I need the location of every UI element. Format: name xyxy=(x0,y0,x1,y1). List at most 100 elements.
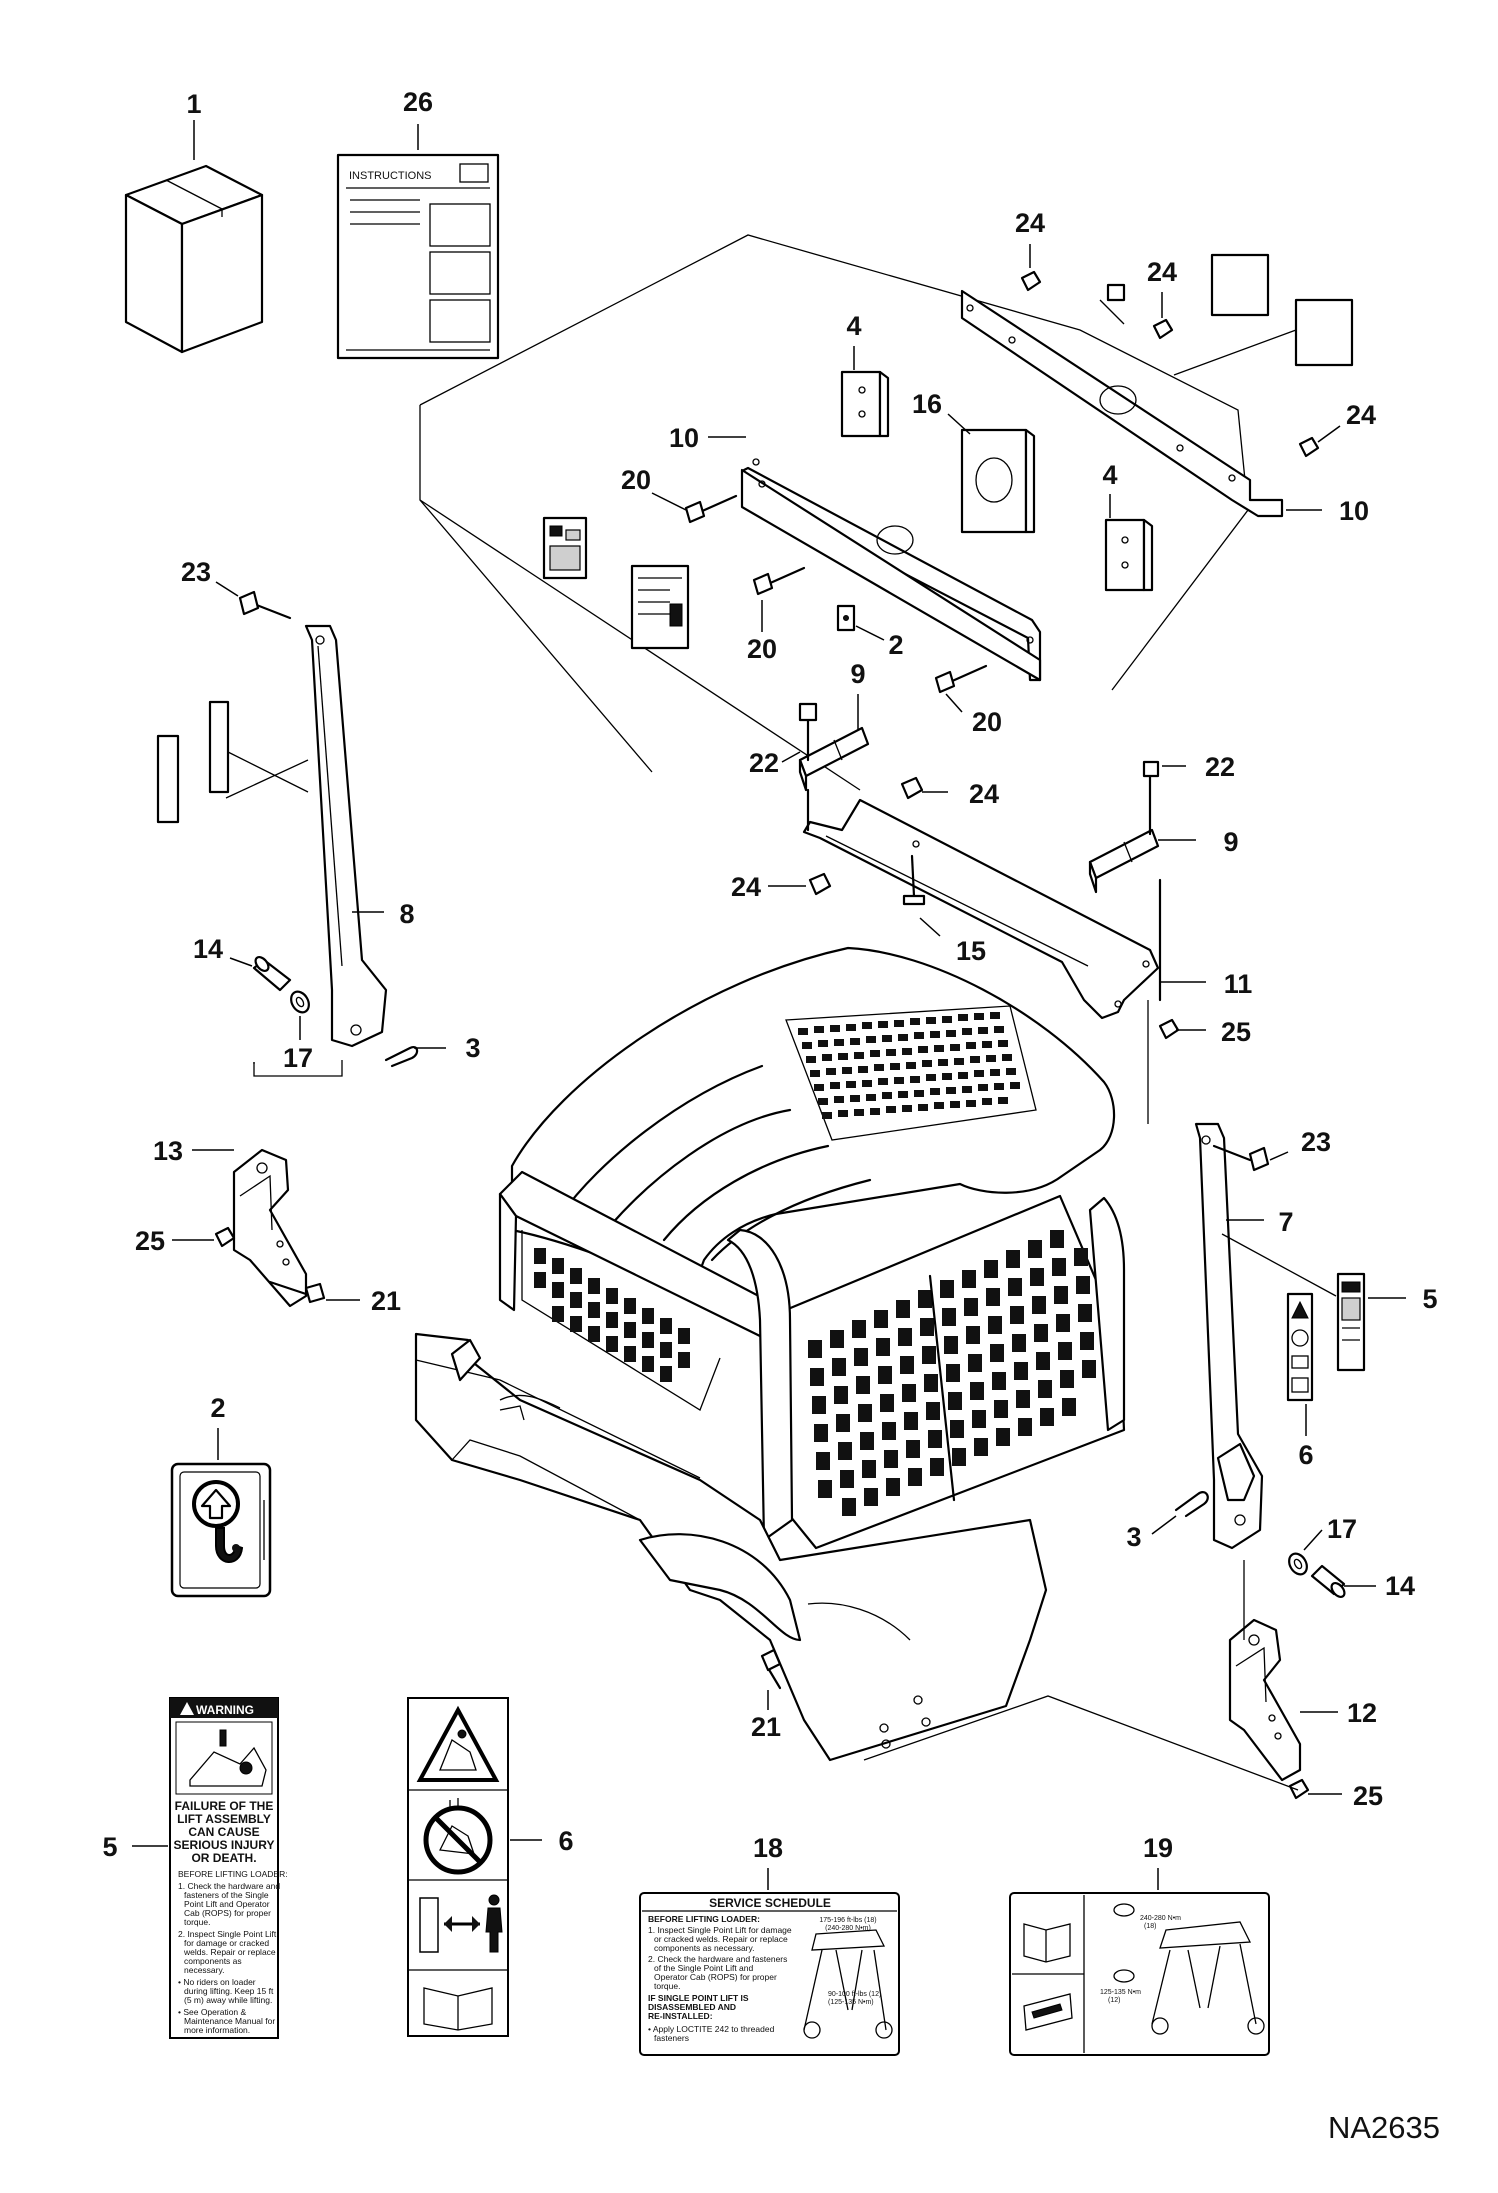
decal-5-hazard-1: FAILURE OF THE xyxy=(175,1799,274,1813)
decal-6-small xyxy=(1286,1292,1314,1402)
front-door-grid xyxy=(808,1230,1116,1516)
decal-18-subhead: BEFORE LIFTING LOADER: xyxy=(648,1914,760,1924)
decal-5-subhead: BEFORE LIFTING LOADER: xyxy=(178,1869,288,1879)
callout-12: 12 xyxy=(1347,1698,1377,1728)
decal-5-step-3: Point Lift and Operator xyxy=(184,1899,270,1909)
cross-bar-part-11 xyxy=(802,798,1160,1020)
decal-5-step-12: during lifting. Keep 15 ft xyxy=(184,1986,274,1996)
plate-decal-left xyxy=(542,516,588,580)
decal-5-step-1: 1. Check the hardware and xyxy=(178,1881,280,1891)
pin-part-14b xyxy=(1310,1564,1346,1599)
hook-decal-small-part-2 xyxy=(836,604,856,632)
decal-5-step-15: Maintenance Manual for xyxy=(184,2016,275,2026)
callout-6-decal: 6 xyxy=(558,1826,573,1856)
callout-15: 15 xyxy=(956,936,986,966)
decal-5-step-5: torque. xyxy=(184,1917,210,1927)
callout-24-top: 24 xyxy=(1015,208,1045,238)
decal-5-step-16: more information. xyxy=(184,2025,250,2035)
spacer-block-part-4b xyxy=(1104,518,1154,592)
decal-19-torque-bottom-2: (12) xyxy=(1108,1997,1120,2004)
callout-14-right: 14 xyxy=(1385,1571,1415,1601)
decal-18-line-2: or cracked welds. Repair or replace xyxy=(654,1934,788,1944)
mount-bracket-part-13 xyxy=(232,1148,308,1308)
nut-part-25a xyxy=(1158,1018,1180,1040)
decal-18-title: SERVICE SCHEDULE xyxy=(709,1896,831,1910)
callout-14-left: 14 xyxy=(193,934,223,964)
clamp-part-9a xyxy=(798,702,870,832)
decal-5-step-11: • No riders on loader xyxy=(178,1977,256,1987)
operator-cab-rops xyxy=(414,946,1126,1762)
rear-channel-part-10 xyxy=(960,289,1284,518)
decal-18-apply-2: fasteners xyxy=(654,2033,689,2043)
callout-20-left: 20 xyxy=(621,465,651,495)
clamp-part-9b xyxy=(1088,760,1162,1002)
callout-17-right: 17 xyxy=(1327,1514,1357,1544)
bolt-part-15 xyxy=(902,854,926,906)
bolt-part-20a xyxy=(684,494,738,524)
callout-23-right: 23 xyxy=(1301,1127,1331,1157)
decal-5-step-10: necessary. xyxy=(184,1965,224,1975)
decal-18-reinstall-3: RE-INSTALLED: xyxy=(648,2011,713,2021)
nut-part-25c xyxy=(1288,1778,1310,1800)
nut-part-24a xyxy=(1020,270,1042,292)
decal-5-warning: WARNING FAILURE OF THE LIFT ASSEMBLY CAN… xyxy=(169,1697,288,2039)
washer-part-17b xyxy=(1288,1552,1308,1576)
decal-18-reinstall-2: DISASSEMBLED AND xyxy=(648,2002,736,2012)
decal-5-hazard-3: CAN CAUSE xyxy=(188,1825,259,1839)
plate-decal-right xyxy=(630,564,690,650)
decal-19-torque: 240-280 N•m (18) 125-135 N•m (12) xyxy=(1009,1892,1270,2056)
decal-18-line-3: components as necessary. xyxy=(654,1943,754,1953)
washer-part-17a xyxy=(290,990,310,1014)
decal-18-line-4: 2. Check the hardware and fasteners xyxy=(648,1954,787,1964)
side-window-grid xyxy=(534,1248,690,1382)
decal-6-pictograms xyxy=(407,1697,509,2037)
nut-part-24e xyxy=(808,872,832,896)
callout-1: 1 xyxy=(186,89,201,119)
decal-5-hazard-4: SERIOUS INJURY xyxy=(174,1838,275,1852)
decal-18-torque-bottom-1: 90-100 ft-lbs (12) xyxy=(828,1991,881,1998)
lift-plate-part-16 xyxy=(960,428,1036,534)
callout-11: 11 xyxy=(1224,969,1253,999)
callout-18: 18 xyxy=(753,1833,783,1863)
callout-4-right: 4 xyxy=(1102,460,1117,490)
callout-19: 19 xyxy=(1143,1833,1173,1863)
decal-5-step-6: 2. Inspect Single Point Lift xyxy=(178,1929,277,1939)
instructions-heading: INSTRUCTIONS xyxy=(349,170,432,182)
decal-18-line-1: 1. Inspect Single Point Lift for damage xyxy=(648,1925,792,1935)
callout-25-left: 25 xyxy=(135,1226,165,1256)
callout-9-right: 9 xyxy=(1223,827,1238,857)
spacer-block-part-4a xyxy=(840,370,890,438)
nut-part-24c xyxy=(1298,436,1320,458)
decal-18-reinstall-1: IF SINGLE POINT LIFT IS xyxy=(648,1993,749,2003)
callout-21-right: 21 xyxy=(751,1712,781,1742)
callout-5-right: 5 xyxy=(1422,1284,1437,1314)
callout-7: 7 xyxy=(1278,1207,1293,1237)
bolt-part-20c xyxy=(934,664,988,694)
lift-arm-part-8 xyxy=(304,624,388,1048)
decal-5-step-2: fasteners of the Single xyxy=(184,1890,269,1900)
roof-vent-grid xyxy=(785,1005,1037,1141)
decal-2-lift-hook xyxy=(170,1462,272,1598)
kit-box-part-1 xyxy=(124,164,264,354)
decal-18-apply-1: • Apply LOCTITE 242 to threaded xyxy=(648,2024,775,2034)
decal-18-line-5: of the Single Point Lift and xyxy=(654,1963,754,1973)
decal-5-step-14: • See Operation & xyxy=(178,2007,247,2017)
figure-code: NA2635 xyxy=(1328,2110,1440,2145)
decal-5-small xyxy=(1336,1272,1366,1372)
callout-25-bar: 25 xyxy=(1221,1017,1251,1047)
decal-18-torque-top-2: (240-280 N•m) xyxy=(825,1925,871,1932)
callout-3-left: 3 xyxy=(465,1033,480,1063)
callout-26: 26 xyxy=(403,87,433,117)
mount-bracket-part-12 xyxy=(1228,1618,1302,1782)
nut-part-24b xyxy=(1152,318,1174,340)
callout-24-right: 24 xyxy=(1346,400,1376,430)
decal-5-step-8: welds. Repair or replace xyxy=(183,1947,276,1957)
decal-18-line-6: Operator Cab (ROPS) for proper xyxy=(654,1972,777,1982)
decal-5-step-4: Cab (ROPS) for proper xyxy=(184,1908,271,1918)
callout-23-left: 23 xyxy=(181,557,211,587)
nut-part-24d xyxy=(900,776,924,800)
decal-19-torque-top-1: 240-280 N•m xyxy=(1140,1915,1181,1922)
callout-24-bar-top: 24 xyxy=(969,779,999,809)
callout-10-left: 10 xyxy=(669,423,699,453)
